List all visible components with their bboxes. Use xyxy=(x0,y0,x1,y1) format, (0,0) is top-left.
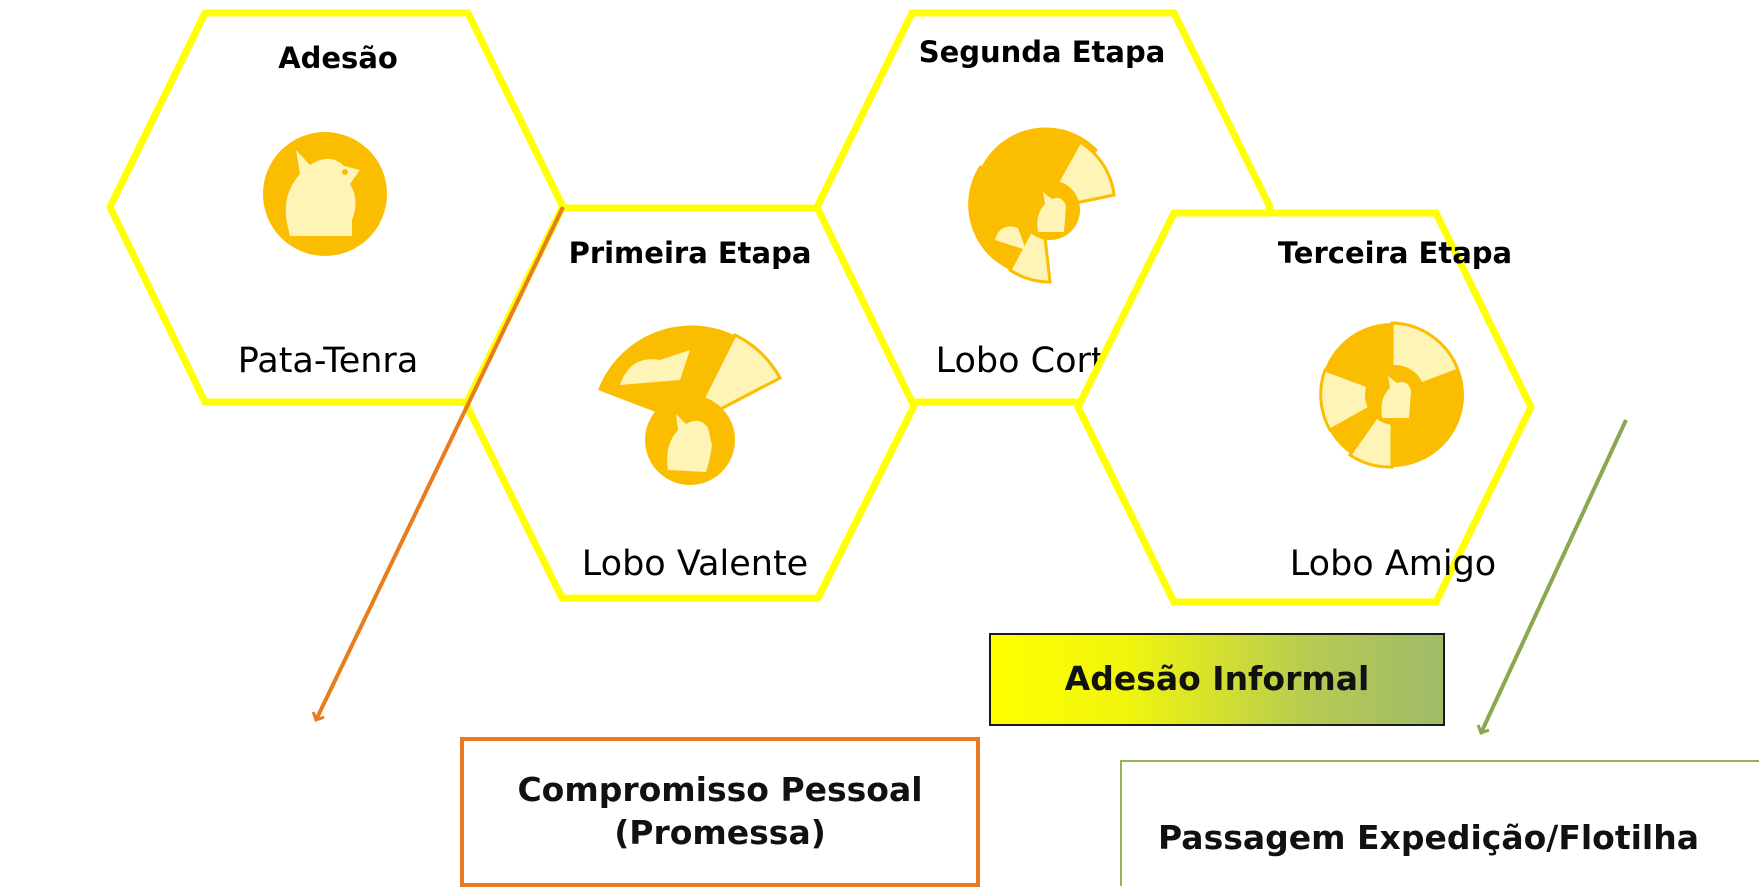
adesao-informal-box: Adesão Informal xyxy=(989,633,1445,726)
stage-title: Terceira Etapa xyxy=(1278,236,1512,270)
wolf-fan-badge-icon xyxy=(598,325,783,485)
stage-hexagon-adesao: Adesão Pata-Tenra xyxy=(106,9,567,406)
stage-hexagon-primeira-etapa: Primeira Etapa Primeira Etapa Lobo Valen… xyxy=(462,204,919,602)
compromisso-pessoal-label: Compromisso Pessoal (Promessa) xyxy=(517,770,923,852)
arrow-to-passagem xyxy=(1481,419,1628,733)
stage-name: Lobo Valente xyxy=(582,544,808,584)
stage-name: Lobo Amigo xyxy=(1290,544,1496,584)
wolf-two-segment-badge-icon xyxy=(968,127,1116,284)
wolf-cub-badge-icon xyxy=(263,132,387,256)
adesao-informal-label: Adesão Informal xyxy=(1064,659,1370,699)
stage-hexagon-terceira-etapa: Terceira Etapa Lobo Amigo xyxy=(1074,209,1535,606)
stage-title: Primeira Etapa xyxy=(569,236,812,270)
stage-title: Adesão xyxy=(278,41,398,75)
passagem-expedicao-box: Passagem Expedição/Flotilha xyxy=(1120,760,1759,886)
stage-title: Segunda Etapa xyxy=(919,35,1166,69)
passagem-expedicao-label: Passagem Expedição/Flotilha xyxy=(1158,818,1700,857)
stage-name: Pata-Tenra xyxy=(238,341,419,381)
compromisso-pessoal-box: Compromisso Pessoal (Promessa) xyxy=(460,737,980,887)
wolf-full-circle-badge-icon xyxy=(1319,321,1464,469)
arrow-to-compromisso xyxy=(316,206,565,720)
